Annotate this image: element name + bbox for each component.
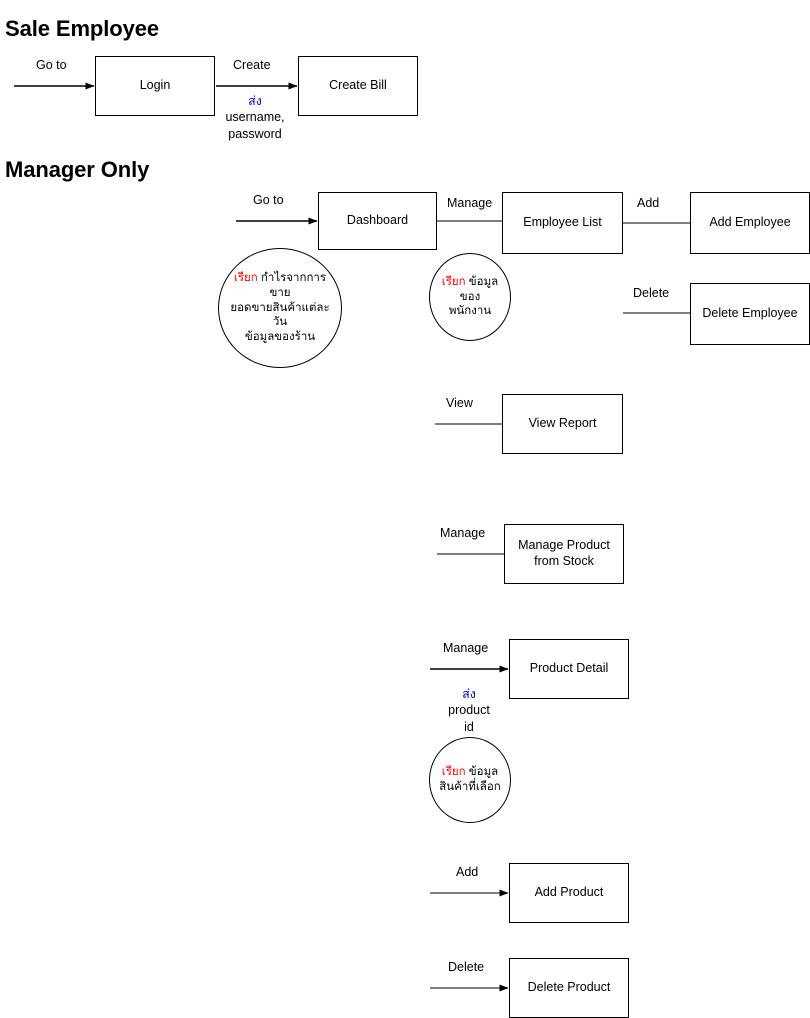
node-product-detail[interactable]: Product Detail xyxy=(509,639,629,699)
send-label-product-id: ส่ง product id xyxy=(426,686,512,735)
send-body-line2: password xyxy=(228,126,282,141)
node-delete-employee[interactable]: Delete Employee xyxy=(690,283,810,345)
edge-label-create: Create xyxy=(233,58,271,72)
node-create-bill[interactable]: Create Bill xyxy=(298,56,418,116)
node-add-product[interactable]: Add Product xyxy=(509,863,629,923)
send-keyword: ส่ง xyxy=(248,94,262,108)
edge-label-delete-product: Delete xyxy=(448,960,485,974)
edge-label-delete-employee: Delete xyxy=(633,286,670,300)
bubble-line2: สินค้าที่เลือก xyxy=(439,781,501,793)
node-manage-product-from-stock[interactable]: Manage Product from Stock xyxy=(504,524,624,584)
bubble-text: เรียก ข้อมูลของ พนักงาน xyxy=(436,275,504,320)
bubble-text: เรียก กำไรจากการขาย ยอดขายสินค้าแต่ละวัน… xyxy=(225,271,335,346)
edge-label-view-report: View xyxy=(446,396,473,410)
edge-label-goto-login: Go to xyxy=(36,58,67,72)
bubble-employee-data: เรียก ข้อมูลของ พนักงาน xyxy=(429,253,511,341)
node-dashboard[interactable]: Dashboard xyxy=(318,192,437,250)
edge-label-add-employee: Add xyxy=(637,196,660,210)
bubble-line2: ยอดขายสินค้าแต่ละวัน xyxy=(230,301,330,329)
bubble-keyword: เรียก xyxy=(441,275,466,288)
node-view-report[interactable]: View Report xyxy=(502,394,623,454)
bubble-line2: พนักงาน xyxy=(448,305,492,318)
node-employee-list[interactable]: Employee List xyxy=(502,192,623,254)
edge-label-manage-stock: Manage xyxy=(440,526,486,540)
bubble-line1: กำไรจากการขาย xyxy=(257,271,327,299)
section-title-manager-only: Manager Only xyxy=(5,157,150,182)
bubble-product-data: เรียก ข้อมูล สินค้าที่เลือก xyxy=(429,737,511,823)
send-body-line1: username, xyxy=(225,110,285,125)
edge-label-manage-employee-list: Manage xyxy=(447,196,493,210)
bubble-line1: ข้อมูลของ xyxy=(459,275,499,303)
edge-label-goto-dashboard: Go to xyxy=(253,193,284,207)
node-add-employee[interactable]: Add Employee xyxy=(690,192,810,254)
node-delete-product[interactable]: Delete Product xyxy=(509,958,629,1018)
edge-label-manage-product-detail: Manage xyxy=(443,641,489,655)
bubble-line3: ข้อมูลของร้าน xyxy=(244,331,316,344)
section-title-sale-employee: Sale Employee xyxy=(5,16,159,41)
bubble-keyword: เรียก xyxy=(441,766,466,779)
bubble-dashboard-data: เรียก กำไรจากการขาย ยอดขายสินค้าแต่ละวัน… xyxy=(218,248,342,368)
send-keyword: ส่ง xyxy=(462,687,476,701)
send-body-line1: product xyxy=(448,703,490,718)
send-label-login-credentials: ส่ง username, password xyxy=(211,93,299,142)
send-body-line2: id xyxy=(464,719,474,734)
bubble-line1: ข้อมูล xyxy=(465,766,499,779)
bubble-keyword: เรียก xyxy=(233,271,258,284)
bubble-text: เรียก ข้อมูล สินค้าที่เลือก xyxy=(439,765,500,795)
node-login[interactable]: Login xyxy=(95,56,215,116)
edge-label-add-product: Add xyxy=(456,865,479,879)
